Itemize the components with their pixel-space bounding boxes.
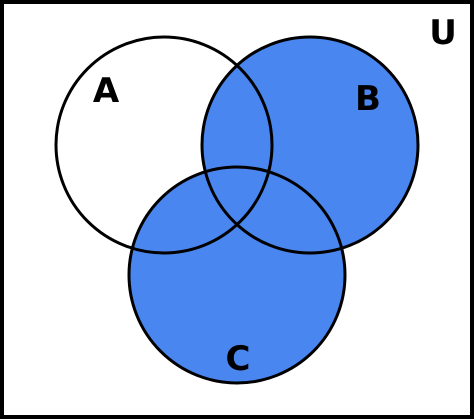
set-c-outline [127, 165, 347, 385]
set-a-label: A [93, 71, 120, 111]
set-c-label: C [226, 339, 251, 379]
set-b-outline [200, 35, 420, 255]
universe-label: U [429, 13, 457, 53]
set-c-fill [129, 167, 345, 383]
set-b-label: B [355, 79, 381, 119]
set-a-outline [54, 35, 274, 255]
